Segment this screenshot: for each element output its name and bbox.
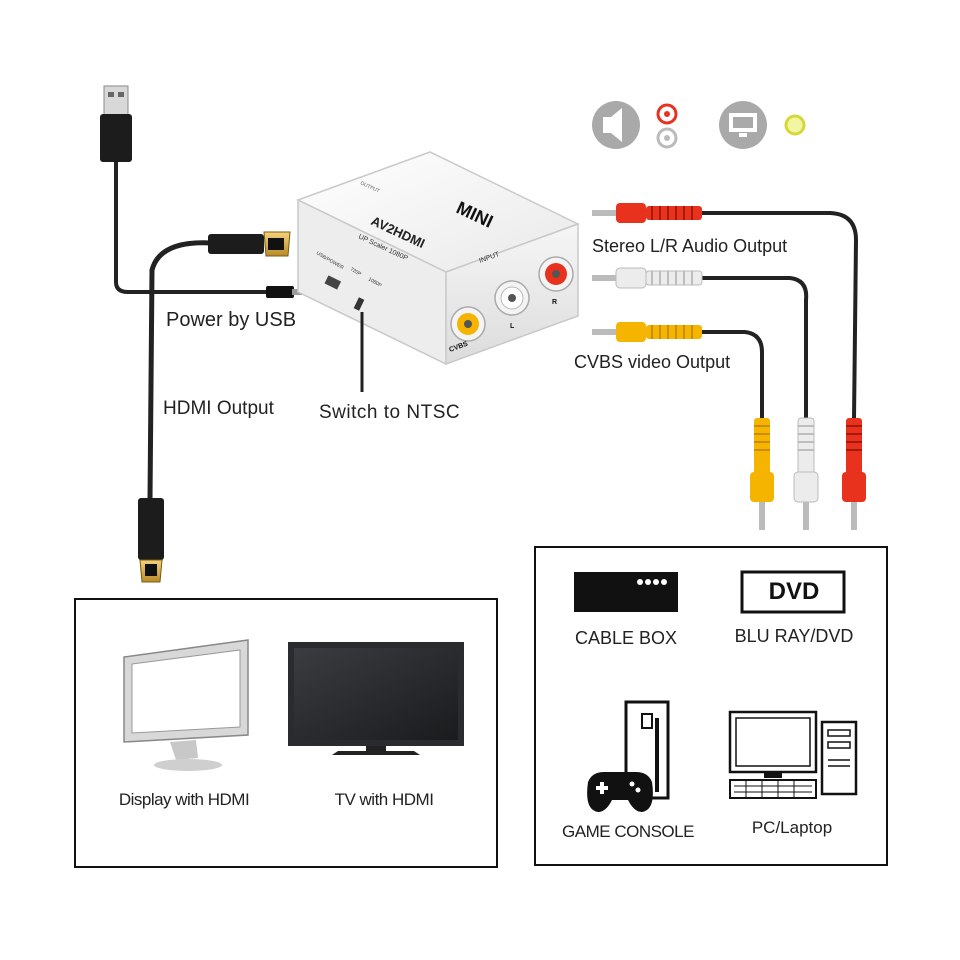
- rca-white-cable: [700, 276, 809, 420]
- game-console-label: GAME CONSOLE: [562, 822, 694, 841]
- output-devices-panel: [74, 598, 498, 868]
- rca-plug-yellow-horizontal: [592, 322, 702, 342]
- audio-jacks-icon: [656, 103, 678, 149]
- rca-plug-white-horizontal: [592, 267, 703, 289]
- speaker-icon: [592, 101, 640, 149]
- cable-box-label: CABLE BOX: [574, 628, 678, 648]
- rca-plug-white-vertical: [793, 417, 819, 530]
- switch-720-marking: 720P: [349, 267, 363, 278]
- rca-red-cable: [700, 211, 859, 421]
- usb-port: [324, 275, 342, 290]
- rca-plug-red-vertical: [842, 418, 866, 530]
- hdmi-cable: [147, 240, 213, 501]
- hdmi-plug-bottom: [138, 498, 164, 583]
- desktop-pc-icon: [728, 710, 858, 799]
- monitor-icon: [123, 639, 249, 771]
- stereo-audio-output-label: Stereo L/R Audio Output: [592, 236, 788, 256]
- input-sources-panel: [534, 546, 888, 866]
- l-marking: L: [510, 323, 515, 330]
- video-monitor-icon: [719, 101, 767, 149]
- rca-plug-yellow-vertical: [750, 418, 774, 530]
- rca-yellow-cable: [700, 330, 764, 420]
- pc-laptop-label: PC/Laptop: [751, 818, 833, 837]
- display-with-hdmi-label: Display with HDMI: [118, 790, 250, 809]
- tv-with-hdmi-label: TV with HDMI: [334, 790, 434, 809]
- dvd-badge-text: DVD: [768, 578, 820, 605]
- video-jack-icon: [784, 114, 806, 136]
- game-console-icon: [587, 700, 670, 812]
- usb-cable: [114, 160, 272, 294]
- tv-icon: [288, 642, 464, 755]
- jack-cvbs: [450, 306, 486, 342]
- dvd-player-icon: [740, 570, 846, 614]
- r-marking: R: [552, 299, 557, 306]
- jack-right: [538, 256, 574, 292]
- power-by-usb-label: Power by USB: [166, 309, 297, 331]
- cable-box-icon: [574, 572, 678, 612]
- ntsc-switch: [353, 297, 365, 311]
- rca-plug-red-horizontal: [592, 203, 702, 223]
- converter-box: MINI AV2HDMI UP Scaler 1080P OUTPUT INPU…: [296, 151, 580, 366]
- cvbs-video-output-label: CVBS video Output: [574, 352, 731, 372]
- switch-to-ntsc-label: Switch to NTSC: [319, 402, 461, 423]
- hdmi-plug-top: [208, 231, 291, 257]
- blu-ray-dvd-label: BLU RAY/DVD: [734, 626, 854, 646]
- jack-left: [494, 280, 530, 316]
- usb-a-plug: [100, 85, 132, 162]
- hdmi-output-label: HDMI Output: [163, 398, 274, 419]
